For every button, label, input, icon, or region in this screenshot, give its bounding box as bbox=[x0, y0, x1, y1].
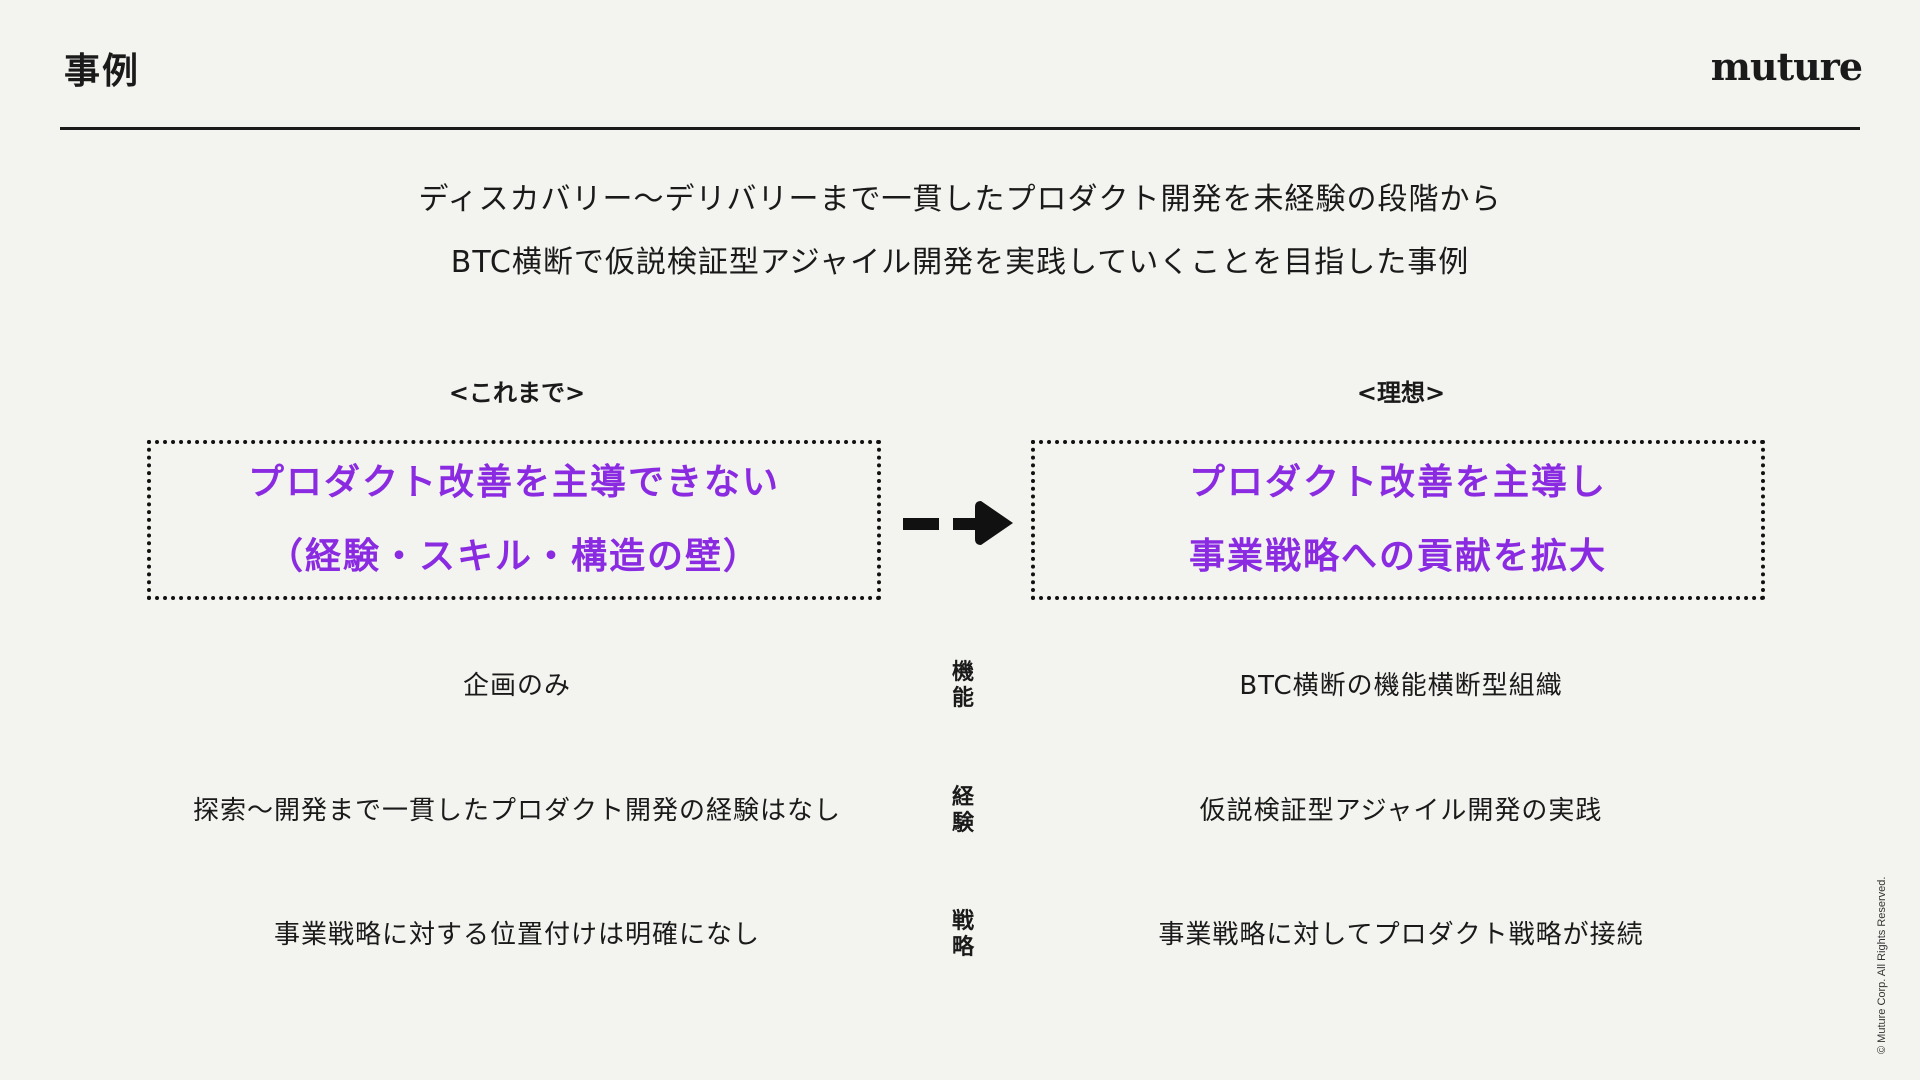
dashed-right-arrow-icon bbox=[903, 501, 1013, 545]
category-char: 機 bbox=[951, 660, 974, 685]
header-divider bbox=[60, 127, 1860, 130]
before-heading: <これまで> bbox=[448, 379, 586, 407]
after-summary-box: プロダクト改善を主導し 事業戦略への貢献を拡大 bbox=[1031, 440, 1765, 600]
before-summary-box: プロダクト改善を主導できない （経験・スキル・構造の壁） bbox=[147, 440, 881, 600]
row-after-strategy: 事業戦略に対してプロダクト戦略が接続 bbox=[1158, 920, 1644, 950]
row-before-experience: 探索〜開発まで一貫したプロダクト開発の経験はなし bbox=[192, 796, 841, 826]
after-box-line-2: 事業戦略への貢献を拡大 bbox=[1188, 536, 1607, 577]
category-char: 経 bbox=[951, 785, 974, 810]
category-char: 能 bbox=[951, 686, 974, 711]
before-box-line-2: （経験・スキル・構造の壁） bbox=[266, 536, 761, 577]
lead-line-1: ディスカバリー〜デリバリーまで一貫したプロダクト開発を未経験の段階から bbox=[418, 182, 1502, 217]
row-before-function: 企画のみ bbox=[462, 671, 571, 701]
lead-line-2: BTC横断で仮説検証型アジャイル開発を実践していくことを目指した事例 bbox=[450, 245, 1470, 280]
category-char: 戦 bbox=[951, 909, 974, 934]
lead-text: ディスカバリー〜デリバリーまで一貫したプロダクト開発を未経験の段階から BTC横… bbox=[0, 168, 1920, 294]
before-box-line-1: プロダクト改善を主導できない bbox=[247, 462, 780, 503]
muture-logo: muture bbox=[1710, 44, 1863, 89]
category-char: 略 bbox=[951, 935, 974, 960]
category-experience: 経 験 bbox=[950, 785, 976, 837]
category-strategy: 戦 略 bbox=[950, 909, 976, 961]
row-before-strategy: 事業戦略に対する位置付けは明確になし bbox=[273, 920, 760, 950]
page-title: 事例 bbox=[64, 51, 141, 92]
after-box-line-1: プロダクト改善を主導し bbox=[1188, 462, 1607, 503]
row-after-experience: 仮説検証型アジャイル開発の実践 bbox=[1199, 796, 1603, 826]
category-function: 機 能 bbox=[950, 660, 976, 712]
category-char: 験 bbox=[951, 811, 974, 836]
copyright-notice: © Muture Corp. All Rights Reserved. bbox=[1876, 876, 1888, 1054]
row-after-function: BTC横断の機能横断型組織 bbox=[1239, 671, 1563, 701]
after-heading: <理想> bbox=[1356, 379, 1446, 407]
